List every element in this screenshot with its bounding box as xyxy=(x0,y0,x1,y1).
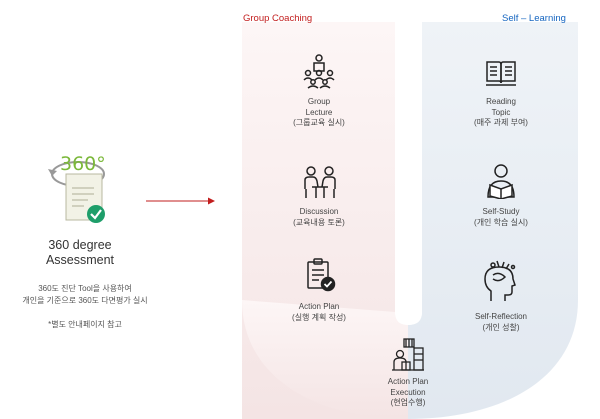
assessment-description: 360도 진단 Tool을 사용하여 개인을 기준으로 360도 다면평가 실시 xyxy=(10,283,160,307)
step-label-line: (개인 학습 실시) xyxy=(474,217,528,227)
u-inner-gap xyxy=(395,22,422,325)
step-label-line: Topic xyxy=(491,107,511,117)
reading-book-icon xyxy=(485,57,517,87)
step-label-line: Action Plan xyxy=(298,302,340,311)
step-execution: Action Plan Execution (현업수행) xyxy=(358,377,458,409)
step-label-line: Self-Study xyxy=(482,207,520,216)
step-label-line: (개인 성찰) xyxy=(482,322,520,332)
step-label-line: Group xyxy=(307,97,331,106)
step-label-line: Execution xyxy=(390,387,426,397)
assessment-icon xyxy=(44,150,116,226)
self-learning-title: Self – Learning xyxy=(502,13,566,24)
step-label-line: (그룹교육 실시) xyxy=(293,118,345,127)
step-label-line: (실행 계획 작성) xyxy=(292,312,346,322)
assessment-title-line1: 360 degree xyxy=(48,238,112,252)
assessment-title-line2: Assessment xyxy=(45,253,115,267)
self-learning-panel xyxy=(408,22,578,419)
discussion-icon xyxy=(302,165,338,199)
self-study-icon xyxy=(484,163,518,199)
step-action-plan: Action Plan (실행 계획 작성) xyxy=(269,302,369,323)
step-label-line: (현업수행) xyxy=(390,398,426,407)
flow-arrow xyxy=(146,197,215,205)
execution-icon xyxy=(390,336,426,372)
step-label-line: Reading xyxy=(486,97,516,106)
assessment-note: *별도 안내페이지 참고 xyxy=(48,320,122,329)
step-label-line: Action Plan xyxy=(387,377,429,386)
step-group-lecture: Group Lecture (그룹교육 실시) xyxy=(269,97,369,129)
assessment-desc-line2: 개인을 기준으로 360도 다면평가 실시 xyxy=(22,296,148,305)
step-discussion: Discussion (교육내용 토론) xyxy=(269,207,369,228)
step-label-line: (교육내용 토론) xyxy=(293,217,345,227)
step-reading: Reading Topic (매주 과제 부여) xyxy=(451,97,551,129)
step-self-study: Self-Study (개인 학습 실시) xyxy=(451,207,551,228)
action-plan-icon xyxy=(305,258,337,292)
step-label-line: Discussion xyxy=(299,207,339,216)
assessment-desc-line1: 360도 진단 Tool을 사용하여 xyxy=(38,284,132,293)
u-bottom-curve xyxy=(242,300,408,419)
assessment-title: 360 degree Assessment xyxy=(20,238,140,268)
step-label-line: (매주 과제 부여) xyxy=(474,118,528,127)
step-label-line: Self-Reflection xyxy=(474,312,528,321)
step-label-line: Lecture xyxy=(305,107,333,117)
step-self-reflection: Self-Reflection (개인 성찰) xyxy=(451,312,551,333)
self-reflection-icon xyxy=(483,259,519,303)
assessment-badge: 360° xyxy=(60,153,106,175)
group-lecture-icon xyxy=(302,53,336,89)
group-coaching-title: Group Coaching xyxy=(243,13,313,24)
